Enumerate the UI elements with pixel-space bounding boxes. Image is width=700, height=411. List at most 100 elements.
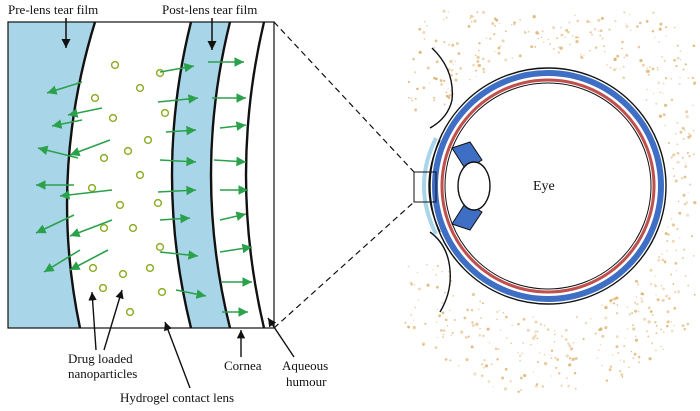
skin-dot (657, 69, 659, 71)
skin-dot (524, 31, 527, 34)
skin-dot (469, 14, 474, 19)
skin-dot (681, 126, 685, 130)
skin-dot (536, 330, 539, 333)
skin-dot (467, 25, 471, 28)
skin-dot (632, 327, 636, 331)
skin-dot (476, 69, 478, 71)
skin-dot (549, 43, 551, 45)
magnified-panel-border (7, 21, 275, 329)
skin-dot (667, 297, 671, 300)
skin-dot (457, 52, 461, 55)
skin-dot (673, 307, 677, 310)
skin-dot (670, 329, 674, 333)
drug-release-arrow (159, 62, 195, 73)
skin-dot (639, 58, 643, 63)
skin-dot (435, 285, 439, 289)
skin-dot (559, 26, 562, 29)
skin-dot (687, 284, 690, 287)
skin-dot (449, 309, 451, 311)
nanoparticle (118, 269, 128, 279)
skin-dot (647, 335, 650, 338)
skin-dot (686, 151, 690, 155)
skin-dot (552, 47, 555, 51)
skin-dot (469, 18, 471, 20)
skin-dot (649, 310, 653, 313)
cornea-eye (428, 139, 441, 233)
skin-dot (475, 75, 478, 78)
skin-dot (600, 16, 604, 20)
skin-dot (651, 30, 655, 33)
skin-dot (673, 324, 675, 327)
skin-dot (519, 359, 521, 362)
skin-dot (497, 46, 501, 50)
skin-dot (433, 46, 436, 49)
skin-dot (689, 134, 692, 138)
pointer-aqueous-humour (267, 317, 295, 358)
skin-dot (503, 387, 508, 391)
skin-dot (469, 78, 471, 81)
skin-dot (693, 129, 695, 132)
skin-dot (655, 332, 658, 335)
skin-dot (618, 369, 622, 373)
skin-dot (489, 37, 492, 40)
skin-dot (506, 337, 508, 339)
skin-dot (612, 302, 616, 305)
skin-dot (646, 88, 649, 91)
drug-release-arrow (159, 156, 197, 167)
skin-dot (436, 264, 440, 268)
skin-dot (412, 326, 416, 330)
skin-dot (442, 333, 445, 336)
skin-dot (547, 38, 550, 41)
skin-dot (606, 63, 608, 66)
skin-dot (560, 335, 563, 338)
skin-dot (448, 43, 451, 46)
skin-dot (555, 366, 558, 369)
skin-dot (465, 358, 469, 362)
skin-dot (628, 313, 631, 316)
skin-dot (560, 33, 564, 37)
skin-dot (664, 124, 666, 126)
skin-dot (651, 342, 654, 345)
skin-dot (574, 14, 576, 16)
skin-dot (605, 379, 609, 382)
skin-dot (663, 103, 668, 108)
drug-release-arrow (219, 121, 247, 131)
hydrogel-lens-back-edge (170, 22, 193, 328)
skin-dot (652, 11, 655, 14)
skin-dot (666, 239, 669, 243)
skin-dot (445, 16, 448, 19)
skin-dot (676, 56, 680, 60)
skin-dot (483, 359, 486, 362)
skin-dot (510, 342, 513, 345)
skin-dot (625, 23, 627, 25)
skin-dot (476, 59, 480, 64)
skin-dot (633, 352, 637, 356)
skin-dot (465, 336, 468, 339)
skin-dot (656, 298, 660, 302)
skin-dot (661, 298, 665, 303)
skin-dot (535, 383, 539, 386)
skin-dot (490, 363, 493, 366)
skin-dot (683, 175, 687, 179)
skin-dot (442, 18, 445, 21)
skin-dot (442, 9, 446, 13)
skin-dot (532, 371, 535, 373)
nanoparticle (157, 287, 167, 297)
skin-dot (672, 153, 676, 157)
skin-dot (444, 358, 448, 361)
skin-dot (534, 320, 538, 324)
skin-dot (598, 30, 600, 32)
skin-dot (496, 311, 499, 313)
skin-dot (677, 200, 680, 203)
label-hydrogel-contact-lens: Hydrogel contact lens (120, 390, 234, 405)
skin-dot (499, 45, 502, 48)
label-post-lens-tear-film: Post-lens tear film (162, 2, 257, 17)
skin-dot (673, 58, 677, 62)
skin-dot (674, 133, 677, 135)
nanoparticle (99, 223, 109, 233)
skin-dot (670, 273, 673, 276)
skin-dot (683, 328, 686, 331)
skin-dot (424, 322, 427, 325)
skin-dot (493, 50, 496, 53)
drug-release-arrow (67, 107, 103, 118)
